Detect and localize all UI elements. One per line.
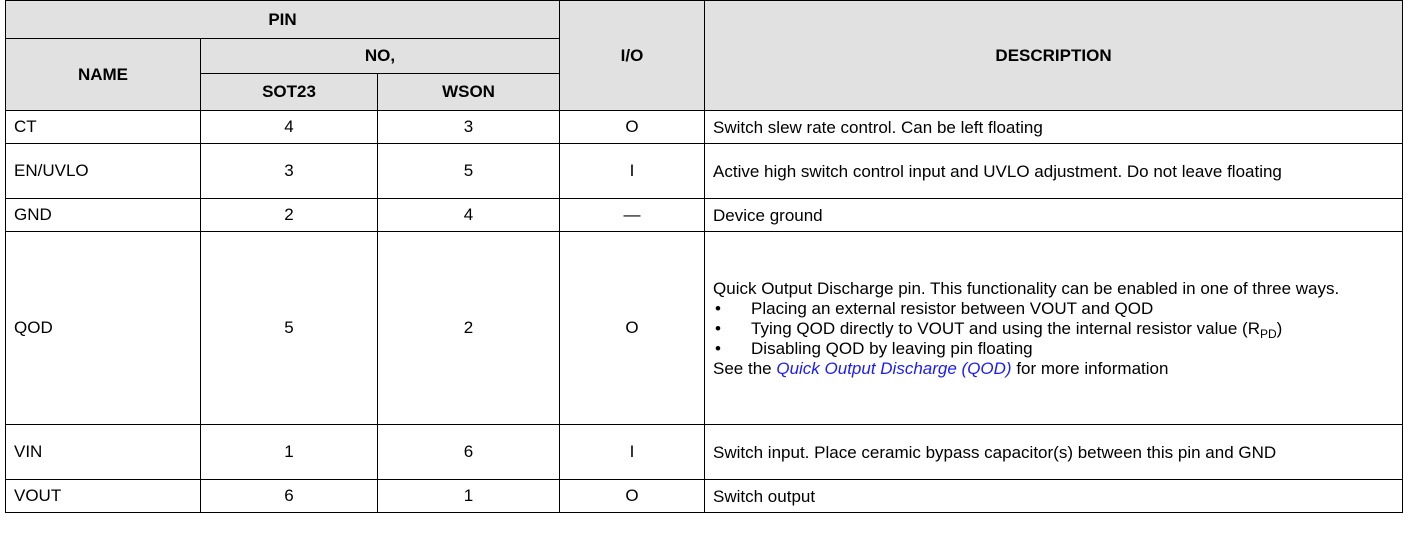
table-row: VIN 1 6 I Switch input. Place ceramic by… — [5, 424, 1404, 480]
bullet-icon: • — [715, 319, 721, 338]
pin-name: EN/UVLO — [5, 143, 201, 199]
see-also: See the Quick Output Discharge (QOD) for… — [713, 359, 1394, 379]
pin-wson: 1 — [376, 479, 561, 513]
pin-name: GND — [5, 198, 201, 232]
qod-section-link[interactable]: Quick Output Discharge (QOD) — [776, 359, 1012, 378]
table-row: GND 2 4 — Device ground — [5, 198, 1404, 232]
bullet-icon: • — [715, 339, 721, 358]
header-wson: WSON — [376, 73, 561, 111]
table-row: CT 4 3 O Switch slew rate control. Can b… — [5, 110, 1404, 144]
bullet-item: • Tying QOD directly to VOUT and using t… — [713, 319, 1394, 341]
see-pre: See the — [713, 359, 777, 378]
header-pin: PIN — [4, 0, 561, 39]
bullet-text: Tying QOD directly to VOUT and using the… — [751, 319, 1394, 341]
bullet-text-post: ) — [1276, 319, 1283, 338]
pin-sot23: 2 — [200, 198, 378, 232]
pin-io: O — [559, 231, 706, 425]
pin-name: CT — [5, 110, 201, 144]
pin-description: Switch slew rate control. Can be left fl… — [704, 110, 1404, 144]
pin-wson: 6 — [376, 424, 561, 480]
pin-sot23: 3 — [200, 143, 378, 199]
pin-description: Device ground — [704, 198, 1404, 232]
pin-description: Quick Output Discharge pin. This functio… — [704, 231, 1404, 425]
table-row: VOUT 6 1 O Switch output — [5, 479, 1404, 513]
pin-sot23: 6 — [200, 479, 378, 513]
qod-intro: Quick Output Discharge pin. This functio… — [713, 279, 1340, 298]
bullet-text: Disabling QOD by leaving pin floating — [751, 339, 1033, 358]
bullet-item: • Disabling QOD by leaving pin floating — [713, 339, 1394, 359]
header-description: DESCRIPTION — [704, 0, 1404, 111]
pin-sot23: 5 — [200, 231, 378, 425]
pin-io: O — [559, 479, 706, 513]
header-name: NAME — [5, 38, 201, 111]
table-row: EN/UVLO 3 5 I Active high switch control… — [5, 143, 1404, 199]
pin-io: I — [559, 424, 706, 480]
pin-function-table: PIN I/O DESCRIPTION NAME NO, SOT23 WSON … — [4, 0, 1404, 513]
pin-name: VIN — [5, 424, 201, 480]
pin-sot23: 1 — [200, 424, 378, 480]
pin-name: VOUT — [5, 479, 201, 513]
pin-wson: 2 — [376, 231, 561, 425]
pin-wson: 5 — [376, 143, 561, 199]
pin-description: Active high switch control input and UVL… — [704, 143, 1404, 199]
bullet-text-pre: Tying QOD directly to VOUT and using the… — [751, 319, 1260, 338]
header-sot23: SOT23 — [200, 73, 378, 111]
header-no: NO, — [199, 38, 561, 74]
pin-io: I — [559, 143, 706, 199]
see-post: for more information — [1011, 359, 1169, 378]
rpd-subscript: PD — [1259, 327, 1277, 341]
pin-sot23: 4 — [200, 110, 378, 144]
pin-io: — — [559, 198, 706, 232]
pin-name: QOD — [5, 231, 201, 425]
bullet-text: Placing an external resistor between VOU… — [751, 299, 1154, 318]
bullet-item: • Placing an external resistor between V… — [713, 299, 1394, 319]
pin-description: Switch input. Place ceramic bypass capac… — [704, 424, 1404, 480]
table-row: QOD 5 2 O Quick Output Discharge pin. Th… — [5, 231, 1404, 425]
pin-wson: 3 — [376, 110, 561, 144]
header-io: I/O — [559, 0, 706, 111]
bullet-icon: • — [715, 299, 721, 318]
pin-wson: 4 — [376, 198, 561, 232]
pin-description: Switch output — [704, 479, 1404, 513]
pin-io: O — [559, 110, 706, 144]
